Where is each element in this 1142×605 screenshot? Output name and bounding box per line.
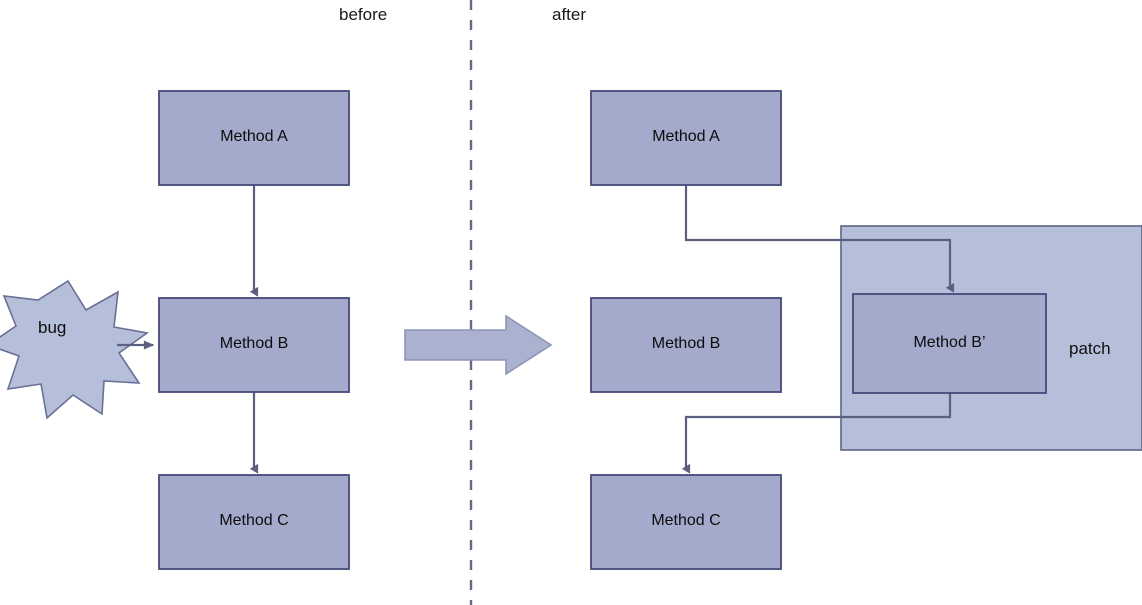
bug-label: bug <box>38 318 67 337</box>
after-method-b-box[interactable] <box>590 297 782 393</box>
edge-bprime-to-c <box>681 393 952 474</box>
after-method-c-box[interactable] <box>590 474 782 570</box>
header-after: after <box>552 5 587 24</box>
before-method-c-box[interactable] <box>158 474 350 570</box>
bug-star-shape <box>0 279 150 420</box>
after-method-a-box[interactable] <box>590 90 782 186</box>
patch-label: patch <box>1069 339 1111 358</box>
header-before: before <box>339 5 388 24</box>
before-method-a-box[interactable] <box>158 90 350 186</box>
before-method-b-box[interactable] <box>158 297 350 393</box>
after-method-b-prime-box[interactable] <box>852 293 1047 394</box>
transition-block-arrow <box>404 314 553 376</box>
edge-a-to-bprime <box>684 185 955 293</box>
